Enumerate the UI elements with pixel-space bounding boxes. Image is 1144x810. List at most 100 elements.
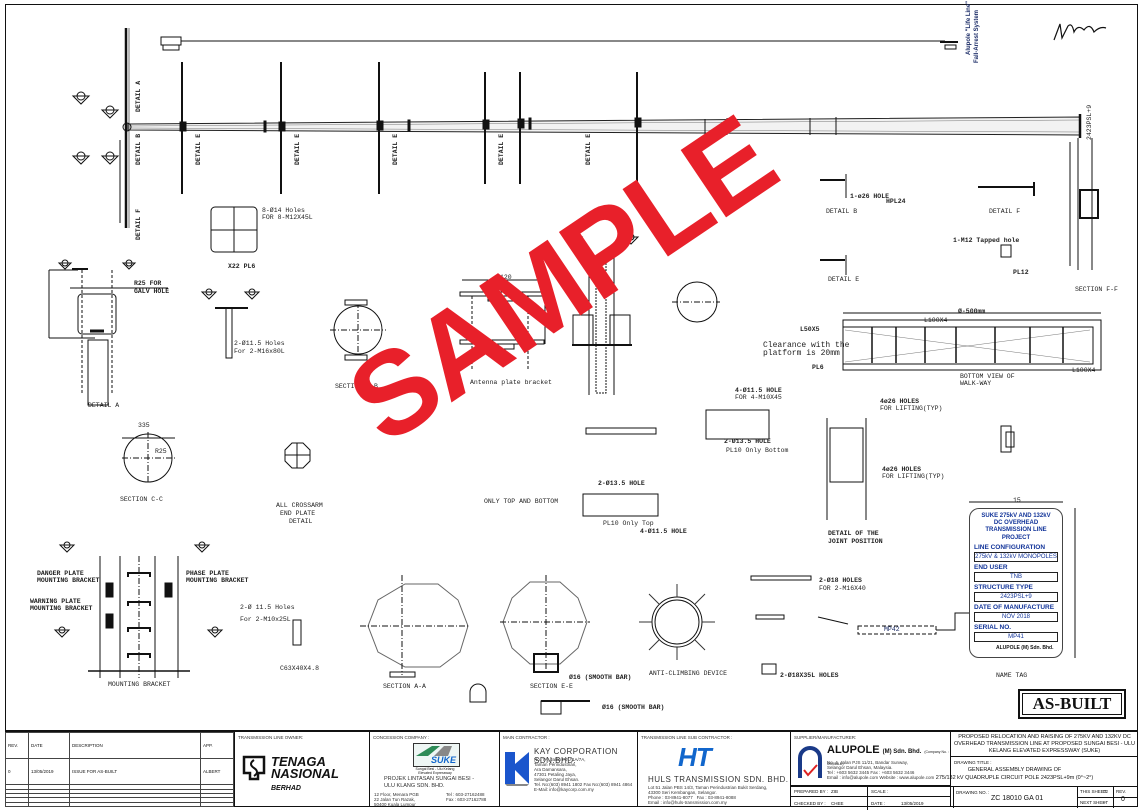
rev-col-header: REV. (5, 731, 29, 760)
life-line-label: Alupole "Life Line" (966, 0, 972, 55)
huls-fax: Fax : 03-8941-8088 (696, 795, 736, 800)
signature-icon (1053, 23, 1107, 41)
end-user-value: TNB (974, 571, 1058, 582)
date-col-header: DATE (28, 731, 70, 760)
concession-addr-1: 12 Floor, Menara PGB (374, 792, 419, 797)
dim-335: 335 (138, 422, 150, 429)
walkway-title-2: WALK-WAY (960, 380, 992, 387)
detail-e-callout-4: DETAIL E (498, 133, 505, 165)
signature (1052, 20, 1108, 44)
note-hole-135-2b: 2-Ø13.5 HOLE (598, 480, 645, 487)
next-sheet-value: -- (1103, 800, 1106, 805)
note-holes-115-mb-for: For 2-M10x25L (240, 616, 291, 623)
note-r25: R25 FOR (134, 280, 162, 287)
supplier-caption: SUPPLIER/MANUFACTURER: (794, 735, 857, 740)
date-cell: 13/05/2019 (28, 758, 70, 786)
detail-b-callout: DETAIL B (135, 133, 142, 165)
concession-name-2: ULU KLANG SDN. BHD. (384, 783, 445, 789)
project-cell: PROPOSED RELOCATION AND RAISING OF 275KV… (951, 732, 1138, 807)
note-danger-plate-2: MOUNTING BRACKET (37, 577, 100, 584)
kay-addr-3: Ara Damansara, (534, 767, 567, 772)
note-x22-pl6: X22 PL6 (228, 263, 256, 270)
walkway-title-1: BOTTOM VIEW OF (960, 373, 1015, 380)
section-aa-title: SECTION A-A (383, 683, 426, 690)
project-line-1: PROPOSED RELOCATION AND RAISING OF 275KV… (958, 734, 1131, 740)
kay-address: No. 7A, Jalan PJU 1A/7A, Taman Perindust… (534, 757, 632, 792)
section-cc-title: SECTION C-C (120, 496, 163, 503)
dim-120: 120 (500, 274, 512, 281)
description-cell: ISSUE FOR AS-BUILT (69, 758, 201, 786)
note-holes-115-2: 2-Ø11.5 Holes (234, 340, 285, 347)
huls-address: Lot 51 Jalan PBS 14/3, Taman Perindustri… (648, 785, 767, 805)
walkway-dim: Ø-500mm (958, 308, 986, 315)
serial-no-label: SERIAL NO. (974, 623, 1012, 631)
main-contractor-caption: MAIN CONTRACTOR : (503, 735, 550, 740)
mp42-tag: MP42 (884, 626, 900, 633)
concession-cell: CONCESSION COMPANY : SUKE Sungai Besi - … (370, 732, 500, 807)
suke-sub-1: Sungai Besi - Ulu Kelang (415, 767, 455, 771)
joint-title-2: JOINT POSITION (828, 538, 883, 545)
note-holes-26-2-for: FOR LIFTING(TYP) (882, 473, 945, 480)
drawing-title-line-1: GENERAL ASSEMBLY DRAWING OF (967, 767, 1062, 773)
huls-name: HULS TRANSMISSION SDN. BHD. (648, 775, 789, 784)
detail-e-callout-1: DETAIL E (195, 133, 202, 165)
line-config-value: 275kV & 132kV MONOPOLES (974, 551, 1058, 562)
mounting-bracket-title: MOUNTING BRACKET (108, 681, 171, 688)
note-hole-26: 1-ø26 HOLE (850, 193, 890, 200)
concession-addr-2: 22 Jalan Tun Razak, (374, 797, 416, 802)
note-hole-135-2: 2-Ø13.5 HOLE (724, 438, 771, 445)
tnb-logo-icon (242, 755, 266, 781)
pole-mark: 2423PSL+9 (1086, 104, 1093, 140)
project-line-2: OVERHEAD TRANSMISSION LINE AT PROPOSED S… (954, 741, 1135, 747)
note-slot-holes: 2-Ø18X35L HOLES (780, 672, 839, 679)
detail-f-callout: DETAIL F (135, 208, 142, 240)
kay-addr-4: 47301 Petaling Jaya, (534, 772, 577, 777)
note-holes-14-for: FOR 8-M12X45L (262, 214, 313, 221)
sub-contractor-caption: TRANSMISSION LINE SUB CONTRACTOR : (641, 735, 733, 740)
revision-header-row: REV. DATE DESCRIPTION APP. (5, 731, 234, 760)
detail-b-title: DETAIL B (826, 208, 858, 215)
end-plate-title-1: ALL CROSSARM (276, 502, 323, 509)
ht-logo: HT (678, 742, 712, 772)
drawing-title-line-2: 275/132 kV QUADRUPLE CIRCUIT POLE 2423PS… (935, 775, 1094, 781)
alupole-addr-1: No. 4, Jalan PJS 11/21, Bandar Sunway, (827, 760, 908, 765)
checked-by-label: CHECKED BY : (794, 801, 826, 806)
description-col-header: DESCRIPTION (69, 731, 201, 760)
end-plate-title-3: DETAIL (289, 518, 313, 525)
app-cell (200, 801, 234, 808)
note-holes-14: 8-Ø14 Holes (262, 207, 305, 214)
note-holes-26-1: 4ø26 HOLES (880, 398, 920, 405)
note-phase-plate-2: MOUNTING BRACKET (186, 577, 249, 584)
note-clearance-2: platform is 20mm (763, 349, 840, 358)
note-warning-plate-2: MOUNTING BRACKET (30, 605, 93, 612)
kay-name: KAY CORPORATION SDN.BHD. (534, 747, 618, 765)
kay-email: E-Mail: info@kaycorp.com.my (534, 787, 594, 792)
note-hole-18-2: 2-Ø18 HOLES (819, 577, 862, 584)
note-hpl24: HPL24 (886, 198, 906, 205)
drawing-number-box: DRAWING NO. : ZC 18010 GA 01 THIS SHEET … (791, 786, 1138, 808)
section-ee-title: SECTION E-E (530, 683, 573, 690)
prepared-by-label: PREPARED BY : (794, 789, 829, 794)
note-holes-115-2-for: For 2-M16x80L (234, 348, 285, 355)
huls-addr-1: Lot 51 Jalan PBS 14/3, Taman Perindustri… (648, 785, 768, 790)
concession-addr-3: 50400 Kuala Lumpur (374, 802, 416, 807)
note-clearance-1: Clearance with the (763, 341, 850, 350)
checked-by-value: CHEE (831, 801, 844, 806)
suke-logo: SUKE (413, 743, 460, 767)
note-hole-115-4: 4-Ø11.5 HOLE (735, 387, 782, 394)
note-c63: C63X40X4.8 (280, 665, 320, 672)
note-phase-plate-1: PHASE PLATE (186, 570, 229, 577)
note-smooth-bar-1: Ø16 (SMOOTH BAR) (569, 674, 632, 681)
owner-caption: TRANSMISSION LINE OWNER: (238, 735, 304, 740)
section-bb-title: SECTION B-B (335, 383, 378, 390)
huls-email: Email : info@huls-transmission.com.my (648, 800, 727, 805)
rev-cell (5, 801, 29, 808)
antenna-bracket-title: Antenna plate bracket (470, 379, 552, 386)
note-tapped-hole: 1-M12 Tapped hole (953, 237, 1020, 244)
note-holes-26-1-for: FOR LIFTING(TYP) (880, 405, 943, 412)
this-sheet-value: 02 (1103, 789, 1109, 794)
detail-e-callout-2: DETAIL E (294, 133, 301, 165)
detail-e-callout-3: DETAIL E (392, 133, 399, 165)
